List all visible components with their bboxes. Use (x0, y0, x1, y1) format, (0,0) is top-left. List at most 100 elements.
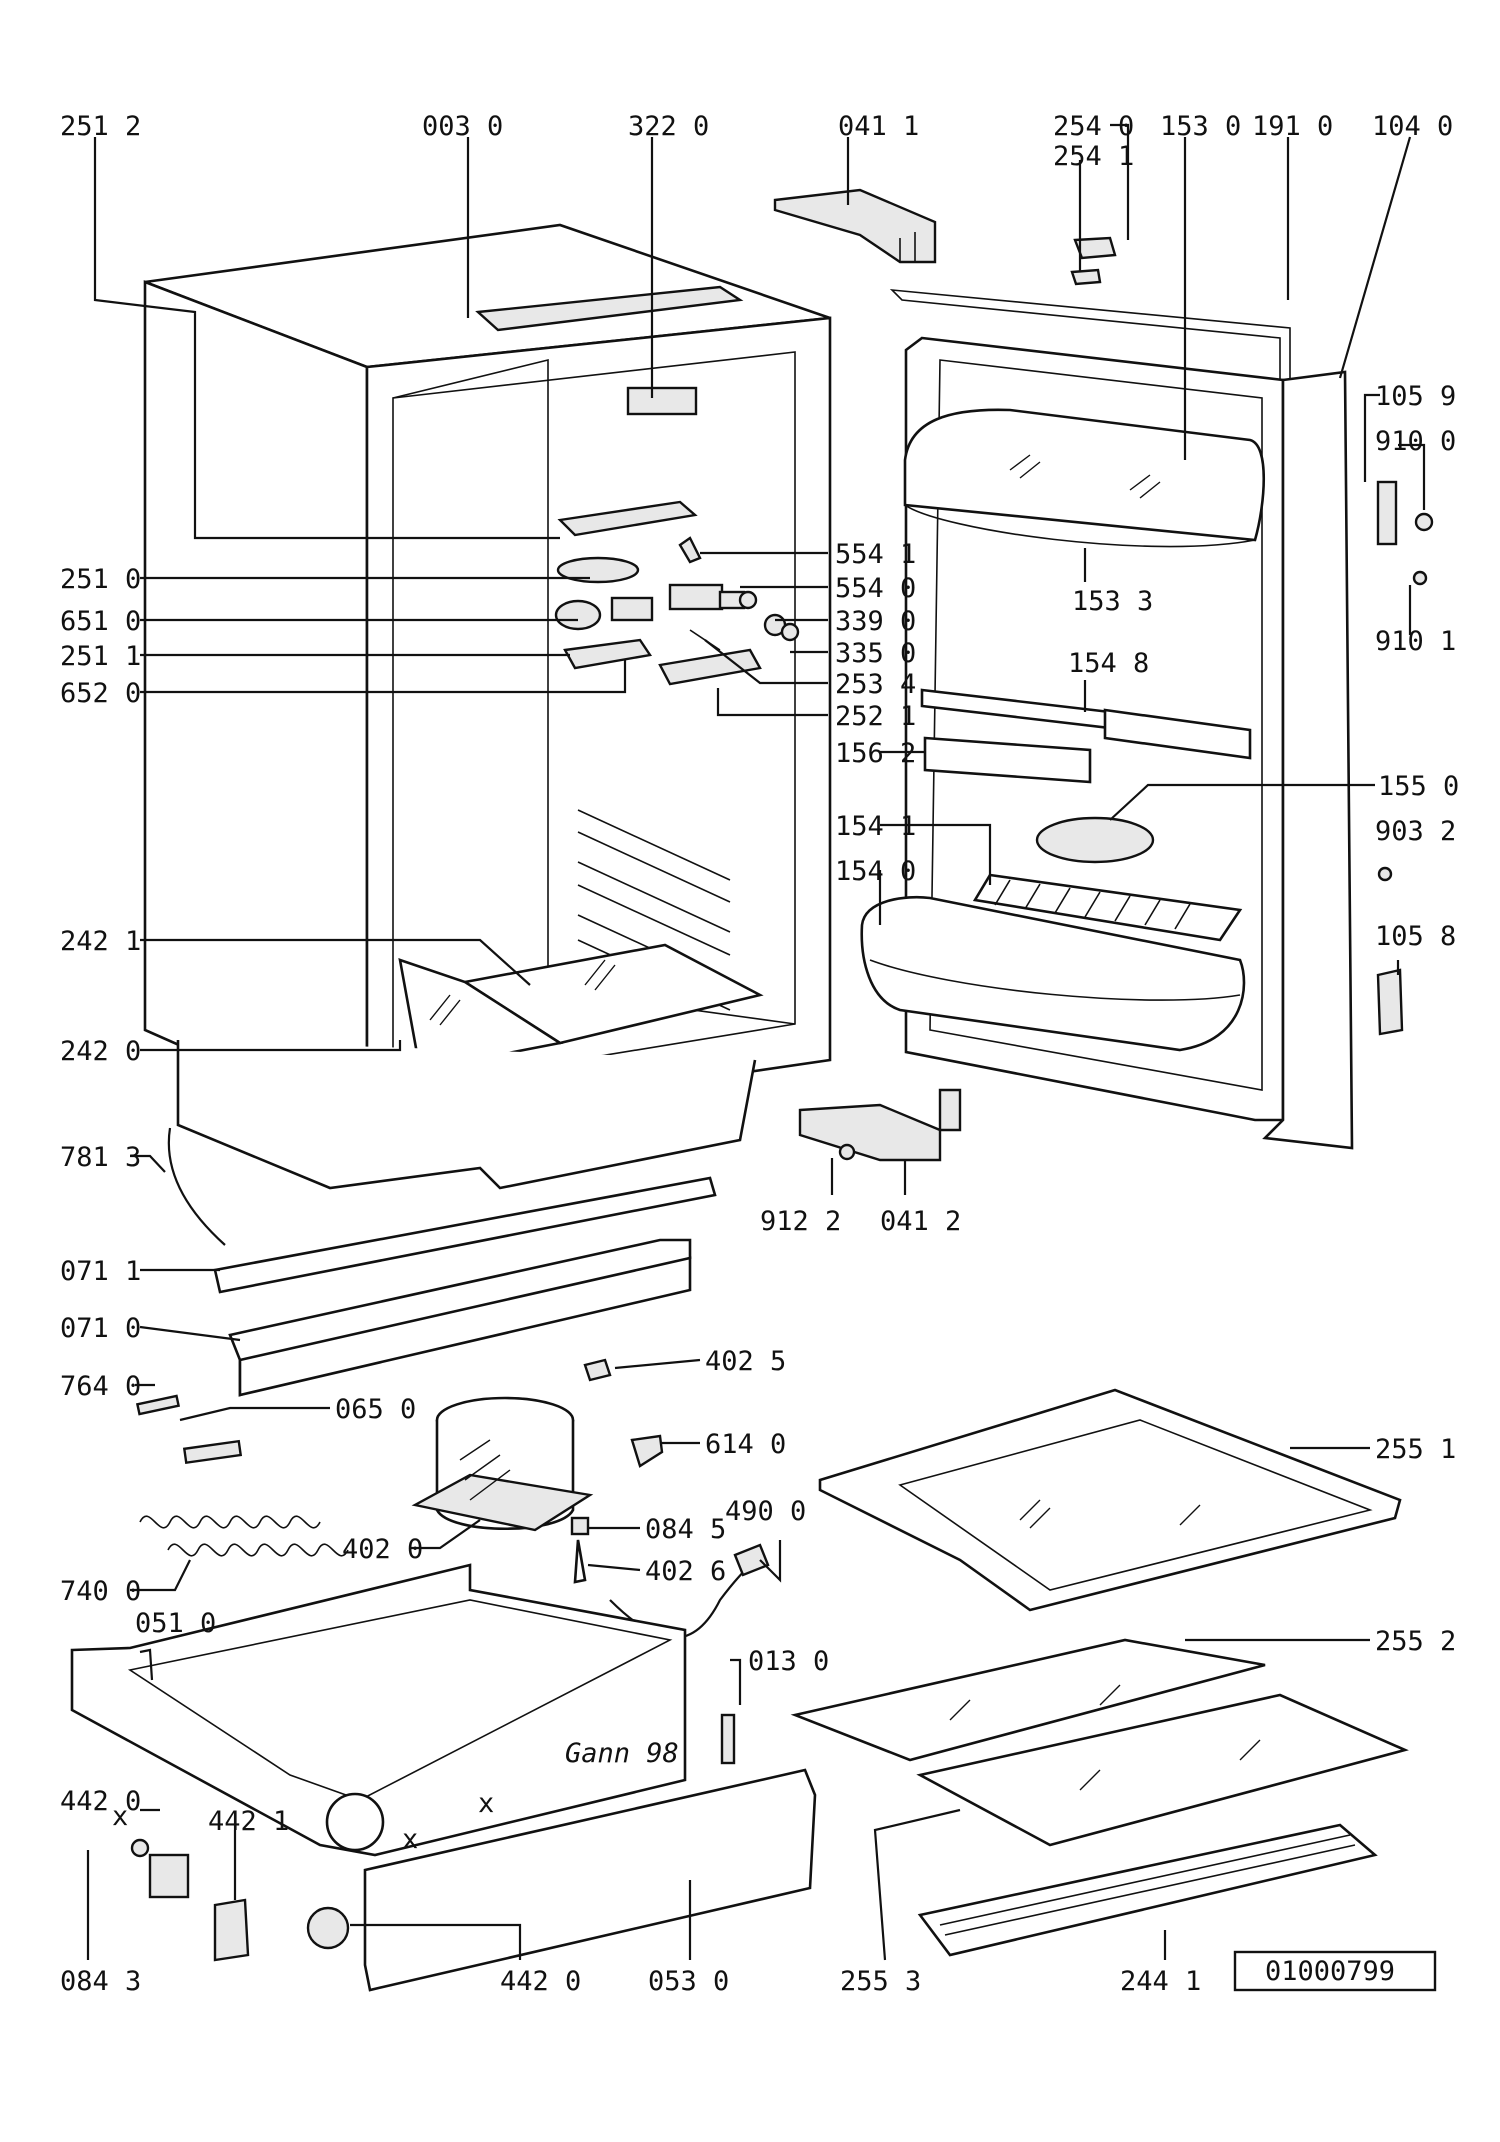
label-253-4: 253 4 (835, 669, 916, 700)
label-255-3: 255 3 (840, 1966, 921, 1997)
fan-motor (148, 1853, 190, 1899)
label-614-0: 614 0 (705, 1429, 786, 1460)
signature-text: Gann 98 (565, 1738, 679, 1769)
label-335-0: 335 0 (835, 638, 916, 669)
label-554-0: 554 0 (835, 573, 916, 604)
cross-mark: x (402, 1824, 418, 1855)
label-244-1: 244 1 (1120, 1966, 1201, 1997)
condenser-coil (139, 1439, 349, 1557)
label-740-0: 740 0 (60, 1576, 141, 1607)
label-242-1: 242 1 (60, 926, 141, 957)
label-339-0: 339 0 (835, 606, 916, 637)
base-tray: Gann 98 (70, 1563, 687, 1857)
door-cap-small (1070, 268, 1102, 286)
label-254-0: 254 0 (1053, 111, 1134, 142)
wire-rack (972, 873, 1243, 942)
small-shelf (923, 736, 1092, 784)
label-153-0: 153 0 (1160, 111, 1241, 142)
label-402-5: 402 5 (705, 1346, 786, 1377)
glass-shelf-middle (790, 1638, 1409, 1847)
label-910-0: 910 0 (1375, 426, 1456, 457)
label-105-8: 105 8 (1375, 921, 1456, 952)
filter-drier (135, 1394, 181, 1416)
label-003-0: 003 0 (422, 111, 503, 142)
crisper-drawer-left (398, 958, 564, 1072)
label-105-9: 105 9 (1375, 381, 1456, 412)
label-154-8: 154 8 (1068, 648, 1149, 679)
label-013-0: 013 0 (748, 1646, 829, 1677)
label-781-3: 781 3 (60, 1142, 141, 1173)
label-442-0-left: 442 0 (60, 1786, 141, 1817)
top-hinge (773, 188, 937, 264)
label-652-0: 652 0 (60, 678, 141, 709)
compressor (411, 1396, 594, 1532)
thermostat-cluster (554, 500, 800, 686)
top-rail (475, 285, 744, 332)
grommet (570, 1516, 590, 1536)
plinth (363, 1768, 817, 1992)
label-104-0: 104 0 (1372, 111, 1453, 142)
fan-nut (130, 1838, 150, 1858)
label-071-1: 071 1 (60, 1256, 141, 1287)
screw-lower (1412, 570, 1428, 586)
label-242-0: 242 0 (60, 1036, 141, 1067)
label-903-2: 903 2 (1375, 816, 1456, 847)
glass-shelf-upper (818, 1388, 1402, 1612)
drawing-number: 01000799 (1265, 1956, 1395, 1987)
label-490-0: 490 0 (725, 1496, 806, 1527)
label-764-0: 764 0 (60, 1371, 141, 1402)
label-251-0: 251 0 (60, 564, 141, 595)
label-154-0: 154 0 (835, 856, 916, 887)
drawing-number-box: 01000799 (1233, 1950, 1437, 1992)
label-255-2: 255 2 (1375, 1626, 1456, 1657)
label-554-1: 554 1 (835, 539, 916, 570)
hinge-plate-lower (1376, 968, 1404, 1036)
label-153-3: 153 3 (1072, 586, 1153, 617)
label-251-1: 251 1 (60, 641, 141, 672)
door-liner (860, 336, 1354, 1150)
label-651-0: 651 0 (60, 606, 141, 637)
label-254-1: 254 1 (1053, 141, 1134, 172)
label-402-6: 402 6 (645, 1556, 726, 1587)
label-191-0: 191 0 (1252, 111, 1333, 142)
adjust-screw (720, 1713, 736, 1765)
label-155-0: 155 0 (1378, 771, 1459, 802)
relay (630, 1434, 664, 1468)
top-bracket (626, 386, 698, 416)
hinge-plate-upper (1376, 480, 1398, 546)
label-084-3: 084 3 (60, 1966, 141, 1997)
mounting-bolt (573, 1539, 587, 1584)
rear-cover-upper (213, 1176, 717, 1294)
label-910-1: 910 1 (1375, 626, 1456, 657)
label-402-0: 402 0 (342, 1534, 423, 1565)
label-156-2: 156 2 (835, 738, 916, 769)
label-252-1: 252 1 (835, 701, 916, 732)
label-154-1: 154 1 (835, 811, 916, 842)
screw-upper (1414, 512, 1434, 532)
fan-blade (306, 1906, 350, 1950)
egg-tray (1035, 816, 1155, 864)
label-255-1: 255 1 (1375, 1434, 1456, 1465)
label-065-0: 065 0 (335, 1394, 416, 1425)
label-251-2: 251 2 (60, 111, 141, 142)
label-442-0-bottom: 442 0 (500, 1966, 581, 1997)
label-041-2: 041 2 (880, 1206, 961, 1237)
bottom-hinge (798, 1088, 962, 1162)
cabinet-body (143, 223, 832, 1190)
fan-bracket (213, 1898, 250, 1962)
clip (583, 1358, 612, 1382)
label-322-0: 322 0 (628, 111, 709, 142)
label-041-1: 041 1 (838, 111, 919, 142)
label-053-0: 053 0 (648, 1966, 729, 1997)
label-442-1: 442 1 (208, 1806, 289, 1837)
label-084-5: 084 5 (645, 1514, 726, 1545)
drain-hose (167, 1127, 226, 1246)
part-labels: 251 2 003 0 322 0 041 1 254 0 254 1 153 … (60, 111, 1459, 1997)
nut (1377, 866, 1393, 882)
cross-mark: x (478, 1788, 494, 1819)
label-071-0: 071 0 (60, 1313, 141, 1344)
cross-mark: x (112, 1801, 128, 1832)
label-051-0: 051 0 (135, 1608, 216, 1639)
label-912-2: 912 2 (760, 1206, 841, 1237)
